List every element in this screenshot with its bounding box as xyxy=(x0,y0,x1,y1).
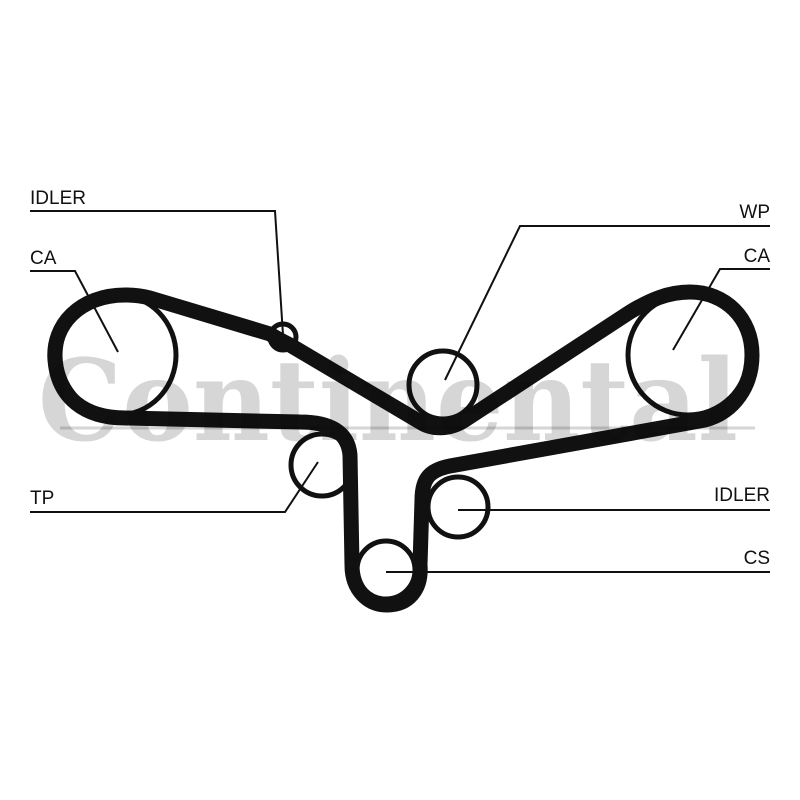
label-ca-right: CA xyxy=(744,246,771,267)
leader-ca-right xyxy=(672,268,770,351)
leader-idler-top xyxy=(30,210,284,336)
label-cs: CS xyxy=(744,548,770,569)
idler-pulley-right xyxy=(425,474,491,540)
continental-watermark: Continental xyxy=(38,336,738,467)
label-wp: WP xyxy=(739,202,770,223)
label-idler-right: IDLER xyxy=(714,485,770,506)
leader-tp xyxy=(30,461,319,513)
label-idler-top: IDLER xyxy=(30,188,86,209)
water-pump-pulley xyxy=(406,348,480,422)
camshaft-pulley-right xyxy=(625,292,751,418)
camshaft-pulley-left xyxy=(57,292,179,418)
leader-ca-left xyxy=(30,270,119,353)
label-tp: TP xyxy=(30,488,54,509)
tensioner-pulley xyxy=(288,431,356,499)
label-ca-left: CA xyxy=(30,248,57,269)
crankshaft-pulley xyxy=(354,538,418,602)
leader-wp xyxy=(444,225,770,381)
